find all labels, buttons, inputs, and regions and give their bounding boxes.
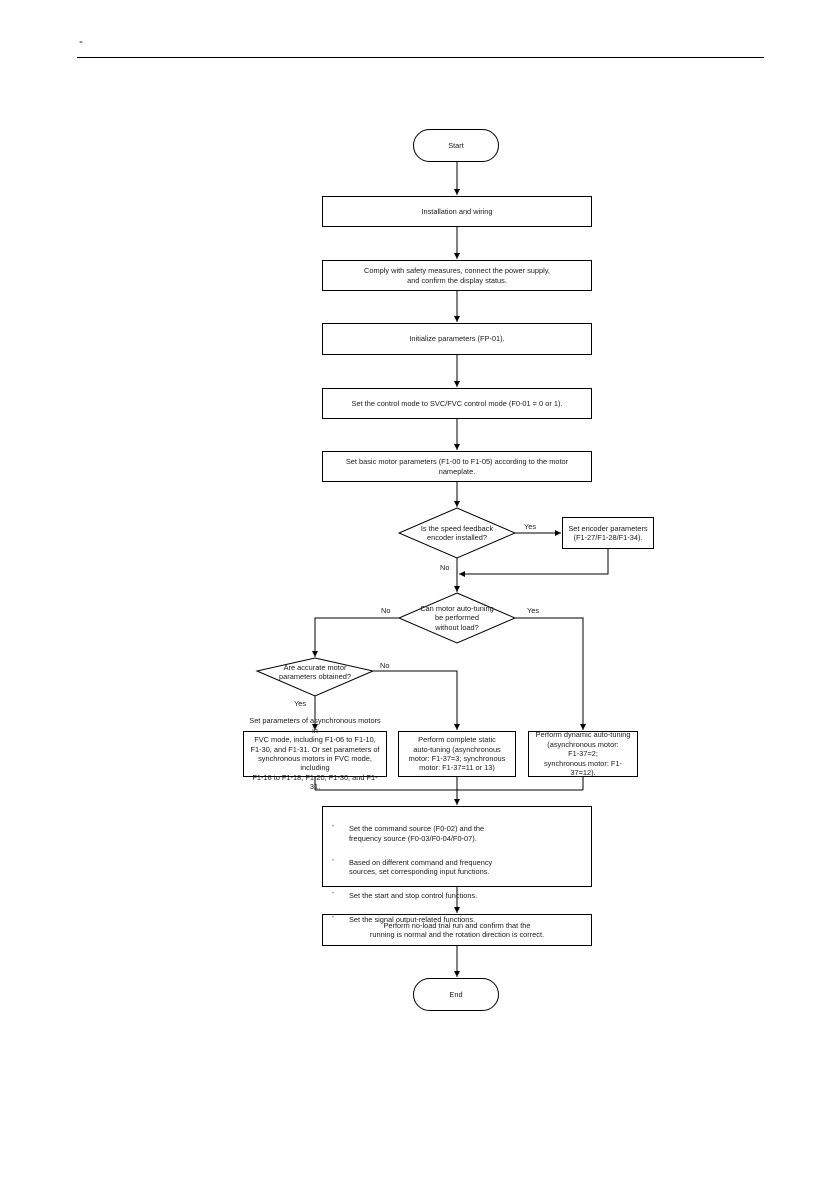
static-tuning-step: Perform complete static auto-tuning (asy… (398, 731, 516, 777)
encoder-yes-label: Yes (524, 522, 537, 531)
start-terminal: Start (413, 129, 499, 162)
encoder-params-step: Set encoder parameters (F1-27/F1-28/F1-3… (562, 517, 654, 549)
autotune-question: Can motor auto-tuning be performed witho… (420, 603, 494, 632)
configuration-item: • Set the start and stop control function… (332, 890, 492, 900)
header-rule (77, 57, 764, 58)
end-label: End (449, 989, 463, 999)
params-no-label: No (380, 661, 390, 670)
set-params-step-text: Set parameters of asynchronous motors in… (249, 716, 381, 792)
end-terminal: End (413, 978, 499, 1011)
power-step-text: Comply with safety measures, connect the… (364, 266, 550, 285)
bullet-icon: • (332, 857, 335, 864)
arrow-encoder-params-return (459, 549, 609, 577)
set-params-step: Set parameters of asynchronous motors in… (243, 716, 387, 791)
configuration-item-text: Based on different command and frequency… (349, 857, 493, 877)
configuration-item-text: Set the start and stop control functions… (349, 890, 478, 900)
page-number: - (79, 34, 83, 48)
trial-run-step: Perform no-load trial run and confirm th… (322, 914, 592, 946)
autotune-no-label: No (381, 606, 391, 615)
configuration-item: • Set the command source (F0-02) and the … (332, 824, 492, 843)
basic-params-step: Set basic motor parameters (F1-00 to F1-… (322, 451, 592, 482)
basic-params-step-text: Set basic motor parameters (F1-00 to F1-… (345, 457, 569, 476)
init-step-text: Initialize parameters (FP-01). (409, 334, 505, 344)
encoder-params-step-text: Set encoder parameters (F1-27/F1-28/F1-3… (568, 523, 648, 542)
bullet-icon: • (332, 824, 335, 831)
bullet-icon: • (332, 914, 335, 921)
bullet-icon: • (332, 890, 335, 897)
control-mode-step: Set the control mode to SVC/FVC control … (322, 388, 592, 419)
configuration-item: • Set the signal output-related functions… (332, 914, 492, 924)
params-question: Are accurate motor parameters obtained? (279, 662, 351, 681)
configuration-item-text: Set the signal output-related functions. (349, 914, 476, 924)
init-step: Initialize parameters (FP-01). (322, 323, 592, 355)
install-step-text: Installation and wiring (421, 206, 493, 216)
static-tuning-step-text: Perform complete static auto-tuning (asy… (408, 735, 506, 773)
configuration-item: • Based on different command and frequenc… (332, 857, 493, 877)
trial-run-step-text: Perform no-load trial run and confirm th… (369, 920, 545, 939)
start-label: Start (448, 140, 464, 150)
dynamic-tuning-step: Perform dynamic auto-tuning (asynchronou… (528, 730, 638, 778)
configuration-item-text: Set the command source (F0-02) and the f… (349, 824, 485, 843)
install-step: Installation and wiring (322, 196, 592, 227)
params-yes-label: Yes (294, 699, 307, 708)
power-step: Comply with safety measures, connect the… (322, 260, 592, 291)
encoder-question: Is the speed feedback encoder installed? (420, 523, 494, 542)
autotune-yes-label: Yes (527, 606, 540, 615)
configuration-list: • Set the command source (F0-02) and the … (332, 815, 493, 938)
encoder-no-label: No (440, 563, 450, 572)
arrow-autotune-yes (515, 617, 586, 730)
arrow-params-no (373, 670, 460, 730)
dynamic-tuning-step-text: Perform dynamic auto-tuning (asynchronou… (535, 730, 631, 778)
control-mode-step-text: Set the control mode to SVC/FVC control … (351, 398, 563, 408)
arrow-autotune-no (312, 617, 399, 657)
configuration-step: • Set the command source (F0-02) and the … (322, 806, 592, 924)
decision-autotune-diamond (397, 592, 517, 644)
